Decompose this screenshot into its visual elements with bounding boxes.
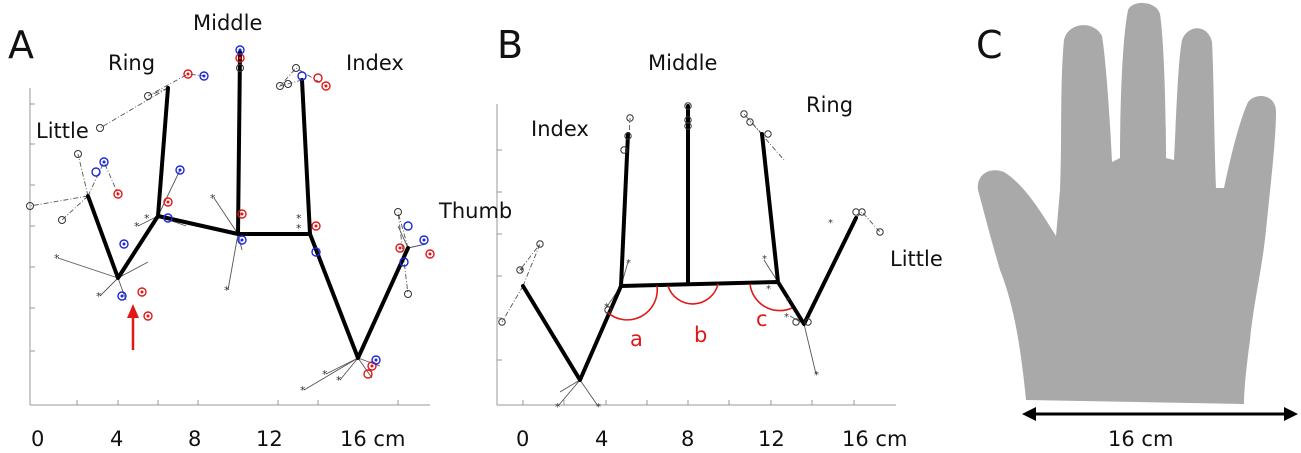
panel-a-tick-4: 4 <box>110 427 123 451</box>
panel-a-label-middle: Middle <box>193 11 262 35</box>
svg-text:*: * <box>519 266 524 277</box>
panel-b-label-index: Index <box>531 117 589 141</box>
svg-text:*: * <box>596 402 601 413</box>
panel-b-label-middle: Middle <box>648 51 717 75</box>
panel-c: C 16 cm <box>976 2 1298 451</box>
angle-label-a: a <box>630 327 643 351</box>
panel-b-x-ticks <box>522 400 855 405</box>
hand-silhouette <box>977 2 1276 405</box>
panel-a-tick-0: 0 <box>31 427 44 451</box>
angle-arc-c <box>749 283 793 312</box>
svg-text:*: * <box>96 290 102 303</box>
angle-arc-b <box>667 283 719 305</box>
panel-b-tick-4: 4 <box>595 427 608 451</box>
panel-a-open-markers <box>26 64 412 298</box>
panel-a-red-dots <box>116 56 432 368</box>
panel-b-tip-lines <box>501 113 881 323</box>
panel-b-y-ticks <box>497 149 502 361</box>
svg-text:*: * <box>296 222 302 235</box>
svg-text:*: * <box>786 296 791 307</box>
panel-b-label-ring: Ring <box>806 93 853 117</box>
panel-b-tick-12: 12 <box>758 427 785 451</box>
panel-b-tick-8: 8 <box>681 427 694 451</box>
svg-text:*: * <box>814 370 819 381</box>
svg-text:*: * <box>604 302 609 313</box>
scale-label: 16 cm <box>1108 427 1173 451</box>
panel-b-skeleton <box>521 104 858 382</box>
panel-a-skeleton <box>86 50 410 360</box>
panel-a-red-markers <box>113 53 435 379</box>
panel-a-blue-dots <box>102 48 426 362</box>
panel-a-label-index: Index <box>346 51 404 75</box>
panel-a-y-ticks <box>30 103 35 352</box>
svg-text:*: * <box>296 212 302 225</box>
svg-text:*: * <box>210 192 216 205</box>
panel-a-tick-8: 8 <box>188 427 201 451</box>
scale-arrow <box>1022 407 1298 421</box>
panel-a: A 0 4 8 12 16 cm Little Ring <box>8 11 435 451</box>
svg-text:*: * <box>626 258 631 269</box>
svg-text:*: * <box>144 212 150 225</box>
svg-text:*: * <box>322 368 328 381</box>
svg-text:*: * <box>766 284 771 295</box>
panel-a-x-ticks <box>76 400 399 405</box>
panel-c-letter: C <box>976 23 1003 67</box>
svg-text:*: * <box>224 284 230 297</box>
angle-arc-a <box>606 285 659 321</box>
panel-a-tick-16cm: 16 cm <box>340 427 405 451</box>
panel-a-tip-lines <box>29 67 409 295</box>
panel-a-red-arrow <box>127 304 139 350</box>
svg-text:*: * <box>762 254 767 265</box>
panel-b-angle-arcs <box>606 283 793 321</box>
panel-b-tick-16cm: 16 cm <box>842 427 907 451</box>
panel-b-star-markers: * * * * * * * * * * * <box>519 218 833 413</box>
panel-b-label-little: Little <box>890 247 943 271</box>
panel-a-label-little: Little <box>36 119 89 143</box>
angle-label-c: c <box>756 307 768 331</box>
panel-a-label-ring: Ring <box>108 51 155 75</box>
panel-a-tick-12: 12 <box>256 427 283 451</box>
svg-text:*: * <box>336 374 342 387</box>
svg-text:*: * <box>555 402 560 413</box>
panel-b-open-markers <box>498 102 884 326</box>
angle-label-b: b <box>694 323 707 347</box>
svg-text:*: * <box>300 384 306 397</box>
panel-a-letter: A <box>8 23 34 67</box>
panel-a-marker-lines <box>57 169 427 391</box>
panel-a-star-markers: *** *** *** ** <box>54 192 342 397</box>
panel-b-label-thumb: Thumb <box>438 199 512 223</box>
panel-b-letter: B <box>497 23 523 67</box>
svg-text:*: * <box>134 220 140 233</box>
panel-b: B 0 4 8 12 16 cm Thumb In <box>438 23 943 451</box>
svg-text:*: * <box>54 252 60 265</box>
panel-a-blue-markers <box>91 45 429 365</box>
panel-b-tick-0: 0 <box>516 427 529 451</box>
svg-text:*: * <box>828 218 833 229</box>
svg-text:*: * <box>784 312 789 323</box>
